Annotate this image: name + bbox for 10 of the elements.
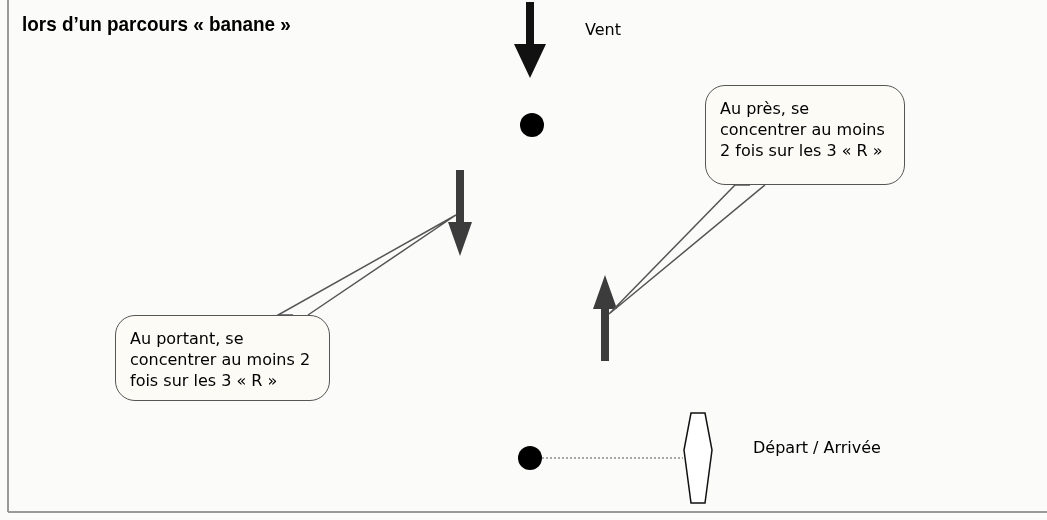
callout-text: Au près, se concentrer au moins 2 fois sur les 3 « R » bbox=[720, 98, 886, 161]
start-finish-label: Départ / Arrivée bbox=[753, 438, 881, 457]
callout-text: Au portant, se concentrer au moins 2 fois sur les 3 « R » bbox=[130, 328, 312, 391]
speech-bubble bbox=[705, 85, 905, 185]
speech-bubble bbox=[115, 315, 330, 401]
wind-label: Vent bbox=[585, 20, 621, 39]
start-line bbox=[541, 457, 684, 459]
callout-tail bbox=[608, 184, 766, 315]
callout-tail bbox=[275, 214, 457, 316]
heading: lors d’un parcours « banane » bbox=[22, 12, 291, 36]
